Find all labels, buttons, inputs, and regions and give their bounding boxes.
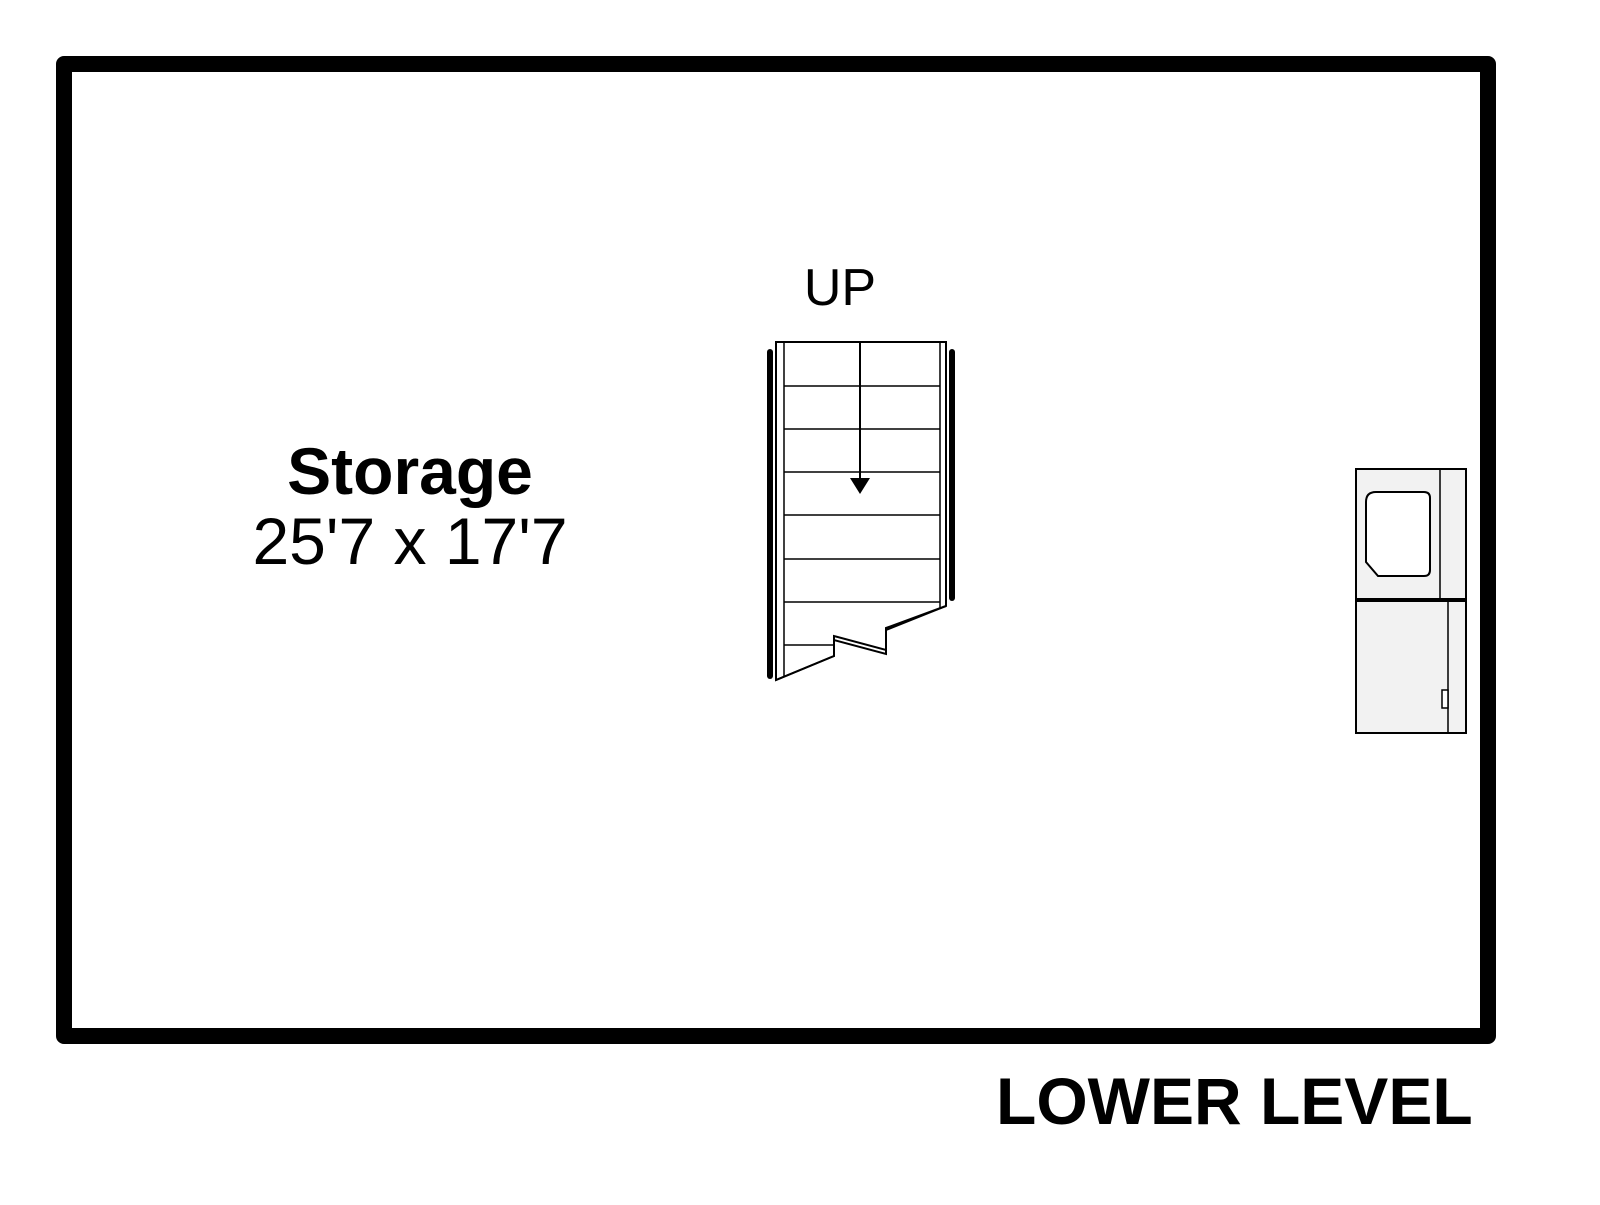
- exterior-wall: [56, 56, 1496, 1044]
- room-name: Storage: [287, 434, 533, 508]
- arrow-down-icon: [850, 478, 870, 494]
- floor-level-label: LOWER LEVEL: [996, 1064, 1473, 1138]
- washer-unit: [1355, 600, 1467, 734]
- washer-dryer: [1355, 468, 1467, 734]
- staircase: [767, 341, 955, 682]
- stair-break-line: [775, 605, 947, 681]
- washer-control: [1441, 689, 1449, 709]
- dryer-door: [1365, 491, 1431, 577]
- room-dimensions: 25'7 x 17'7: [252, 504, 568, 578]
- stair-direction-label: UP: [803, 259, 877, 317]
